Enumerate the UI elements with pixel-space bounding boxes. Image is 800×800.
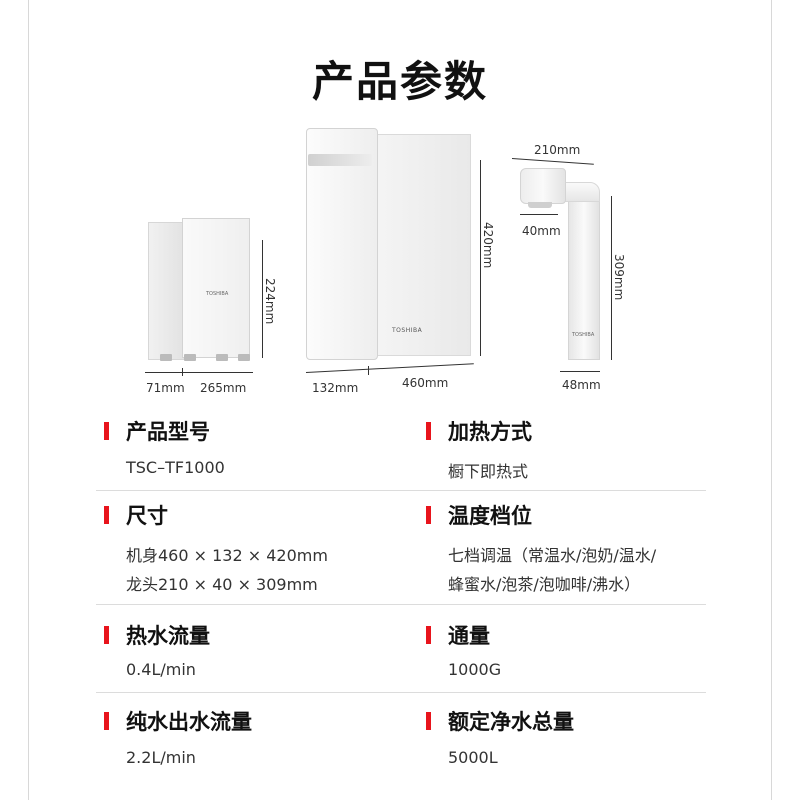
foot bbox=[238, 354, 250, 361]
divider bbox=[96, 490, 706, 491]
accent-bar bbox=[104, 626, 109, 644]
brand-logo: TOSHIBA bbox=[572, 332, 595, 338]
spec-value: 2.2L/min bbox=[126, 748, 196, 767]
spec-label: 加热方式 bbox=[448, 420, 532, 444]
dim-line bbox=[145, 372, 253, 373]
dim-line bbox=[520, 214, 558, 215]
faucet-base-label: 48mm bbox=[562, 378, 601, 392]
foot bbox=[216, 354, 228, 361]
spec-value: 七档调温（常温水/泡奶/温水/ bbox=[448, 546, 657, 565]
main-unit-image: TOSHIBA bbox=[306, 128, 471, 360]
faucet-width-label: 210mm bbox=[534, 143, 581, 157]
spec-label: 产品型号 bbox=[126, 420, 210, 444]
foot bbox=[184, 354, 196, 361]
dim-tick bbox=[182, 368, 183, 376]
spec-value: 1000G bbox=[448, 660, 502, 679]
accent-bar bbox=[104, 422, 109, 440]
faucet-nozzle bbox=[528, 202, 552, 208]
small-height-label: 224mm bbox=[263, 278, 277, 325]
spec-value: 机身460 × 132 × 420mm bbox=[126, 546, 328, 565]
spec-value: 5000L bbox=[448, 748, 498, 767]
accent-bar bbox=[426, 422, 431, 440]
spec-value: 0.4L/min bbox=[126, 660, 196, 679]
spec-value: TSC–TF1000 bbox=[126, 458, 225, 477]
faucet-head bbox=[520, 168, 566, 204]
spec-label: 尺寸 bbox=[126, 504, 168, 528]
dim-tick bbox=[368, 366, 369, 375]
faucet-arm bbox=[560, 182, 600, 202]
main-unit-top-band bbox=[308, 154, 372, 166]
faucet-stem bbox=[568, 194, 600, 360]
spec-value: 蜂蜜水/泡茶/泡咖啡/沸水） bbox=[448, 575, 641, 594]
accent-bar bbox=[426, 626, 431, 644]
accent-bar bbox=[426, 506, 431, 524]
small-unit-image: TOSHIBA bbox=[148, 218, 250, 362]
unit-width-label: 460mm bbox=[402, 376, 449, 390]
brand-logo: TOSHIBA bbox=[206, 291, 229, 297]
divider bbox=[96, 692, 706, 693]
spec-label: 通量 bbox=[448, 624, 490, 648]
spec-label: 热水流量 bbox=[126, 624, 210, 648]
dim-line bbox=[611, 196, 612, 360]
unit-depth-label: 132mm bbox=[312, 381, 359, 395]
small-unit-feet bbox=[156, 354, 250, 362]
accent-bar bbox=[426, 712, 431, 730]
spec-value: 橱下即热式 bbox=[448, 462, 529, 481]
accent-bar bbox=[104, 712, 109, 730]
main-unit-side bbox=[372, 134, 471, 356]
spec-label: 温度档位 bbox=[448, 504, 532, 528]
main-unit-front bbox=[306, 128, 378, 360]
dim-line bbox=[560, 371, 600, 372]
dim-line bbox=[480, 160, 481, 356]
small-depth-label: 71mm bbox=[146, 381, 185, 395]
accent-bar bbox=[104, 506, 109, 524]
small-width-label: 265mm bbox=[200, 381, 247, 395]
dim-line bbox=[262, 240, 263, 358]
spec-value: 龙头210 × 40 × 309mm bbox=[126, 575, 318, 594]
faucet-image: TOSHIBA bbox=[520, 168, 604, 364]
spec-label: 额定净水总量 bbox=[448, 710, 574, 734]
small-unit-front bbox=[182, 218, 250, 358]
page-frame bbox=[28, 0, 772, 800]
divider bbox=[96, 604, 706, 605]
unit-height-label: 420mm bbox=[481, 222, 495, 269]
spec-label: 纯水出水流量 bbox=[126, 710, 252, 734]
faucet-height-label: 309mm bbox=[612, 254, 626, 301]
small-unit-side bbox=[148, 222, 186, 360]
brand-logo: TOSHIBA bbox=[392, 327, 423, 334]
faucet-spout-label: 40mm bbox=[522, 224, 561, 238]
page-title: 产品参数 bbox=[311, 57, 488, 106]
foot bbox=[160, 354, 172, 361]
